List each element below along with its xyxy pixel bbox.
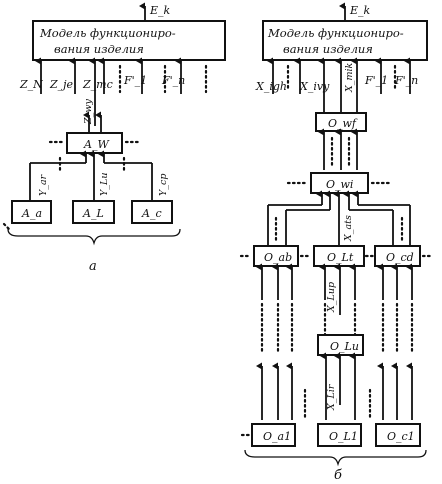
connections-b-level3	[267, 190, 411, 245]
model-title-a-line2: вания изделия	[54, 42, 144, 56]
model-box-b	[262, 20, 428, 61]
caption-b: б	[334, 468, 342, 483]
level3-inputs	[256, 263, 414, 354]
box-owi-label: O_wi	[326, 178, 353, 191]
model-title-a-line1: Модель функциониро-	[39, 26, 176, 40]
diagram-b: Модель функциониро- вания изделия E_k X_…	[239, 2, 434, 483]
brace-b	[244, 449, 427, 467]
box-aw-label: A_W	[83, 138, 110, 151]
leaf-label-al: A_L	[82, 207, 104, 220]
connections-a	[29, 150, 153, 200]
diagram-a: Модель функциониро- вания изделия E_k Z_…	[2, 2, 226, 274]
leaf-label-oa1: O_a1	[263, 430, 291, 443]
model-b-inputs	[267, 57, 411, 112]
input-label-f1-b: F'_1	[364, 74, 388, 87]
box-ocd-label: O_cd	[386, 251, 414, 264]
model-title-b-line1: Модель функциониро-	[267, 26, 404, 40]
leaf-label-ac: A_c	[141, 207, 162, 220]
model-a-inputs	[35, 57, 208, 126]
box-olu	[317, 334, 364, 356]
leaf-box-oa1	[251, 423, 296, 447]
leaf-label-ol1: O_L1	[329, 430, 358, 443]
conn-label-yar: Y_ar	[38, 173, 49, 196]
conn-label-ycp: Y_cp	[158, 174, 169, 196]
conn-label-ylu: Y_Lu	[99, 173, 110, 196]
leaf-box-oc1	[375, 423, 421, 447]
lower-inputs	[256, 352, 413, 420]
box-ocd	[374, 245, 421, 267]
input-label-fn-a: F'_n	[161, 74, 185, 87]
box-olu-label: O_Lu	[330, 340, 359, 353]
leaf-box-al	[72, 200, 115, 224]
brace-a	[7, 228, 181, 246]
box-owf	[315, 112, 367, 132]
box-owi	[310, 172, 369, 194]
input-label-fn-b: F'_n	[394, 74, 418, 87]
leaf-label-aa: A_a	[21, 207, 42, 220]
input-label-zmc: Z_mc	[82, 78, 113, 91]
model-box-a	[32, 20, 226, 61]
box-aw	[66, 132, 123, 154]
input-label-xmik: X_mik	[344, 62, 355, 93]
label-xats: X_ats	[343, 215, 354, 242]
box-owf-label: O_wf	[328, 117, 358, 130]
input-label-xivy: X_ivy	[299, 80, 330, 93]
box-olt-label: O_Lt	[327, 251, 354, 264]
output-label-b: E_k	[349, 4, 371, 17]
leaf-box-aa	[11, 200, 52, 224]
input-label-zje: Z_je	[49, 78, 74, 91]
leaf-box-ol1	[317, 423, 362, 447]
output-label-a: E_k	[149, 4, 171, 17]
input-label-zn: Z_N	[19, 78, 43, 91]
label-xlir: X_Lir	[326, 383, 337, 411]
box-oab-label: O_ab	[264, 251, 292, 264]
caption-a: а	[89, 259, 97, 274]
input-label-f1-a: F'_1	[123, 74, 147, 87]
leaf-box-ac	[131, 200, 173, 224]
input-label-xigh: X_igh	[255, 80, 287, 93]
leaf-label-oc1: O_c1	[387, 430, 415, 443]
model-title-b-line2: вания изделия	[283, 42, 373, 56]
label-xlup: X_Lup	[326, 282, 337, 313]
